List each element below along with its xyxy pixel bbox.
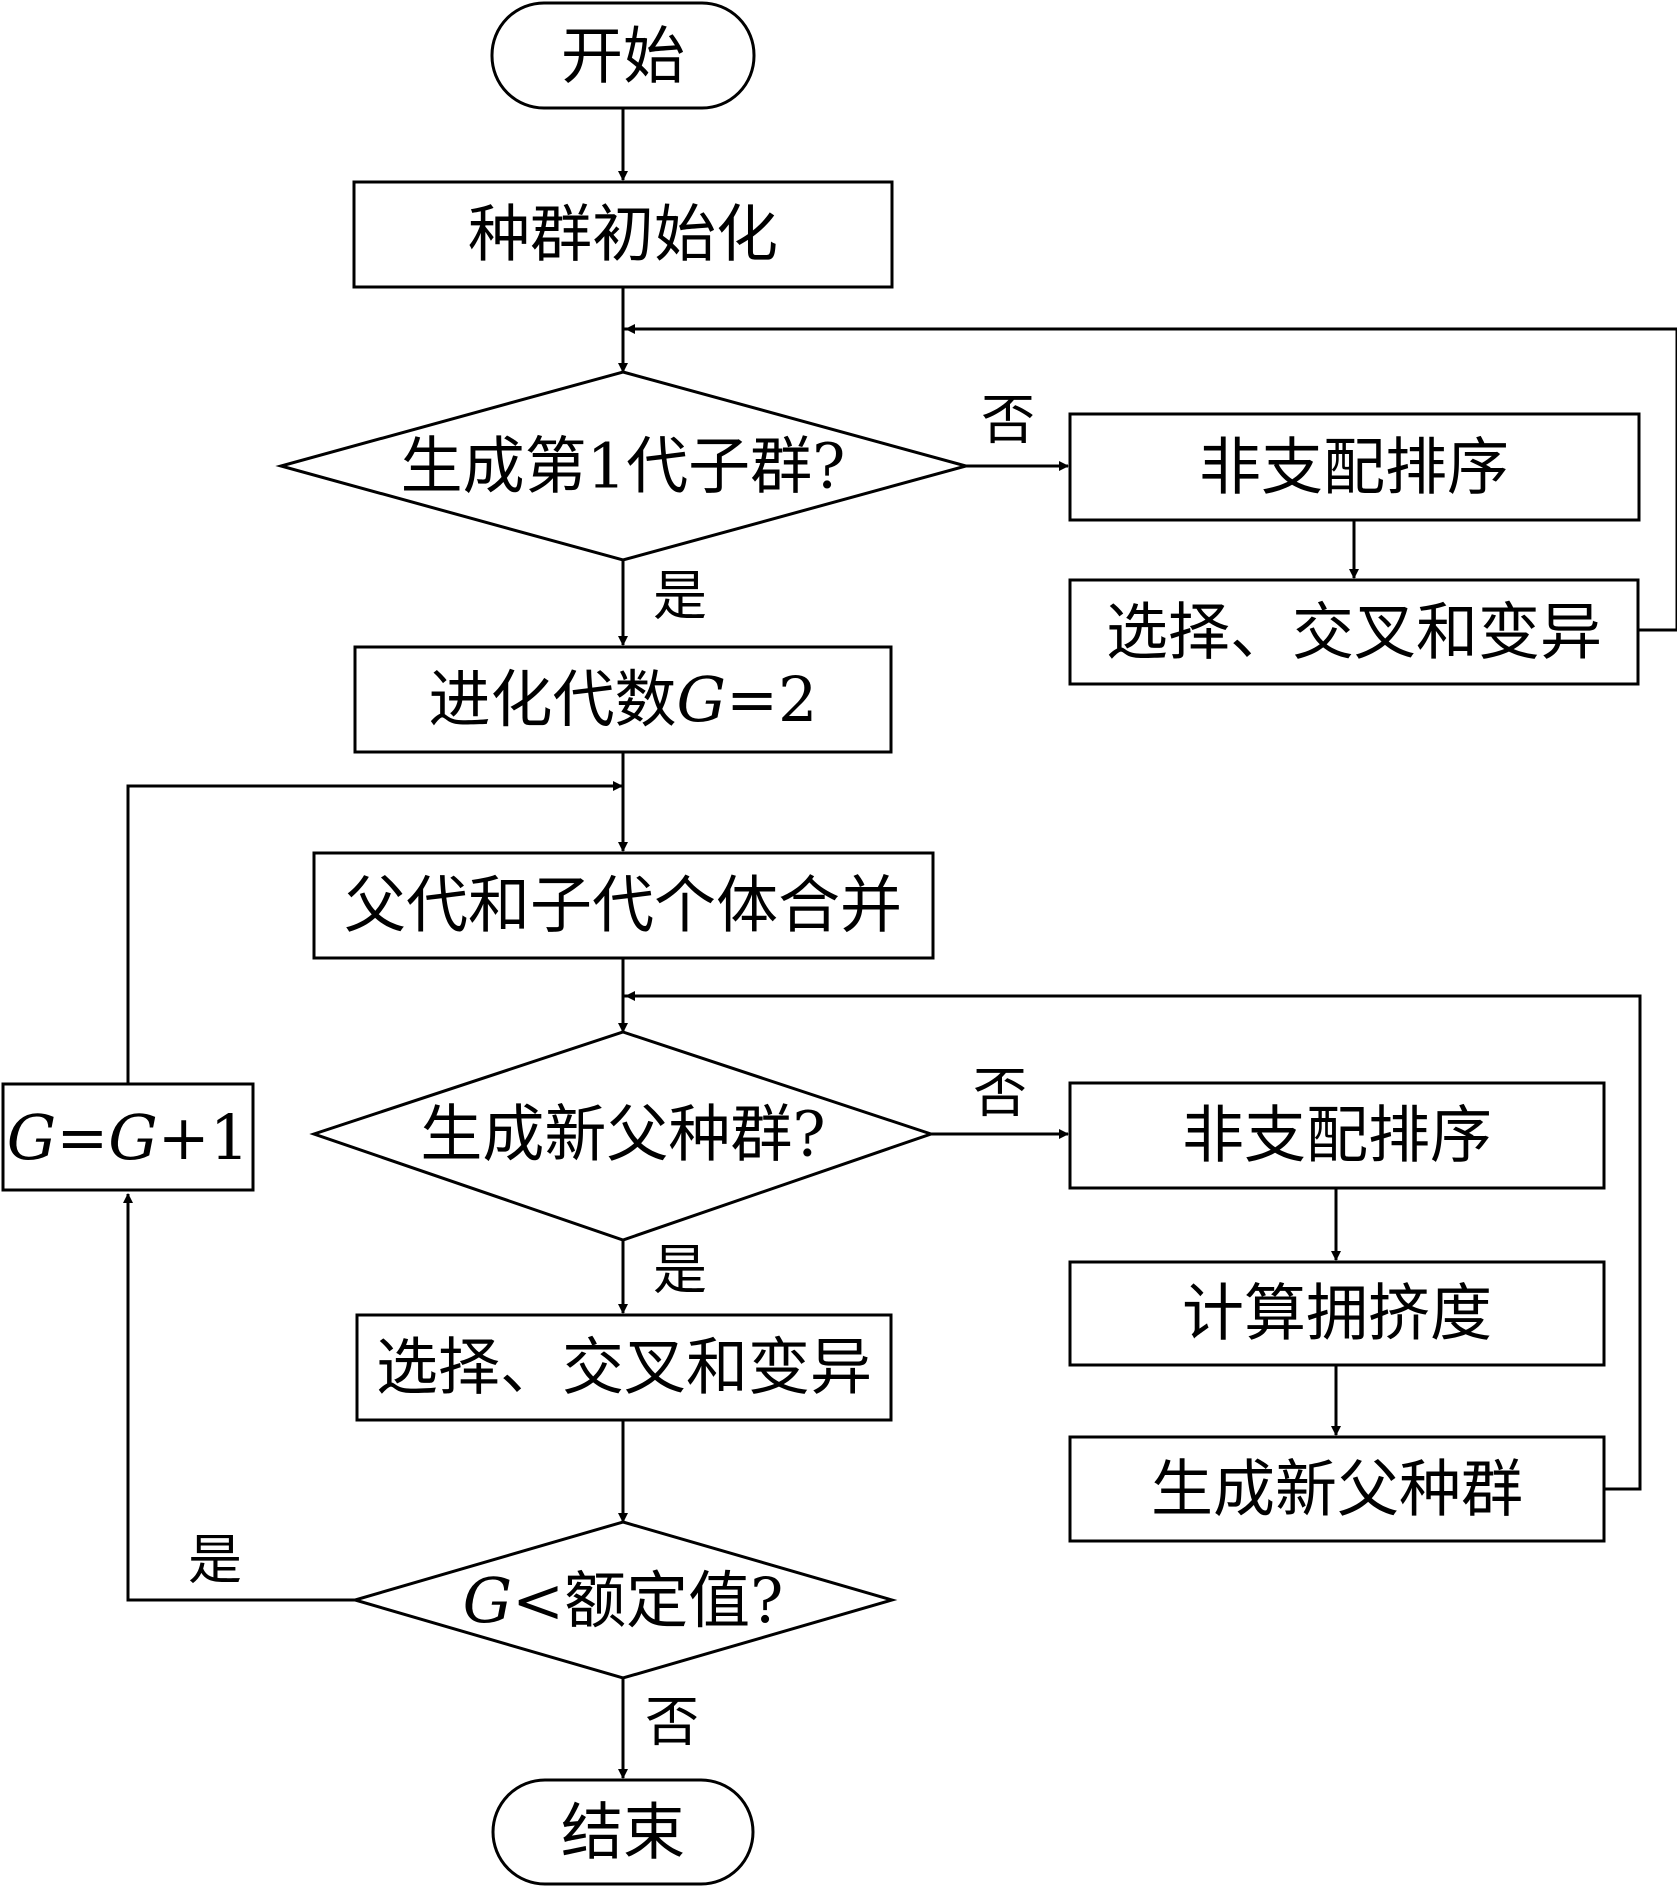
node-cond2-label: 生成新父种群? <box>420 1098 825 1171</box>
label-cond2-yes: 是 <box>653 1239 707 1302</box>
node-cond3-var: G <box>463 1564 513 1637</box>
node-start-label: 开始 <box>561 20 685 93</box>
node-gen2-suffix: =2 <box>726 663 817 736</box>
node-cond1-label: 生成第1代子群? <box>401 430 846 503</box>
node-cond3: G<额定值? <box>349 1520 898 1680</box>
node-newpop: 生成新父种群 <box>1068 1435 1606 1543</box>
node-increment-eq: = <box>56 1101 108 1174</box>
node-sel1-label: 选择、交叉和变异 <box>1106 596 1602 669</box>
node-increment-g2: G <box>108 1101 158 1174</box>
node-nds1: 非支配排序 <box>1068 412 1641 522</box>
node-gen2: 进化代数G=2 <box>353 645 893 754</box>
node-sel2-label: 选择、交叉和变异 <box>376 1331 872 1404</box>
node-init-label: 种群初始化 <box>468 198 778 271</box>
node-merge: 父代和子代个体合并 <box>312 851 935 960</box>
edge-sel1-loop <box>624 327 1677 632</box>
node-cond3-rest: <额定值? <box>512 1564 783 1637</box>
edge-labels: 否 是 否 是 是 否 <box>188 389 1035 1754</box>
label-cond3-yes: 是 <box>188 1529 242 1592</box>
node-gen2-var: G <box>677 663 727 736</box>
label-cond1-no: 否 <box>981 389 1035 452</box>
connectors <box>123 108 1677 1779</box>
node-nds2-label: 非支配排序 <box>1182 1099 1492 1172</box>
edge-inc-merge <box>126 781 623 1084</box>
node-start: 开始 <box>490 1 756 110</box>
node-sel2: 选择、交叉和变异 <box>355 1313 893 1422</box>
node-sel1: 选择、交叉和变异 <box>1068 578 1640 686</box>
label-cond3-no: 否 <box>645 1691 699 1754</box>
node-increment-g1: G <box>7 1101 57 1174</box>
node-merge-label: 父代和子代个体合并 <box>344 869 902 942</box>
node-init: 种群初始化 <box>352 180 894 289</box>
edge-newpop-loop <box>624 994 1642 1491</box>
node-cond3-label: G<额定值? <box>463 1564 784 1637</box>
node-gen2-label: 进化代数G=2 <box>429 663 818 736</box>
label-cond2-no: 否 <box>973 1062 1027 1125</box>
label-cond1-yes: 是 <box>653 565 707 628</box>
node-increment-label: G=G+1 <box>7 1101 249 1174</box>
node-crowd: 计算拥挤度 <box>1068 1260 1606 1367</box>
node-end: 结束 <box>491 1778 755 1886</box>
node-newpop-label: 生成新父种群 <box>1151 1453 1523 1526</box>
node-increment: G=G+1 <box>1 1082 255 1192</box>
node-cond2: 生成新父种群? <box>309 1030 936 1242</box>
node-nds1-label: 非支配排序 <box>1199 431 1509 504</box>
node-crowd-label: 计算拥挤度 <box>1182 1277 1492 1350</box>
node-end-label: 结束 <box>561 1796 685 1869</box>
node-gen2-prefix: 进化代数 <box>429 663 677 736</box>
node-cond1: 生成第1代子群? <box>275 370 972 562</box>
edge-cond3-yes <box>123 1193 355 1602</box>
node-nds2: 非支配排序 <box>1068 1081 1606 1190</box>
node-increment-plus: +1 <box>158 1101 249 1174</box>
